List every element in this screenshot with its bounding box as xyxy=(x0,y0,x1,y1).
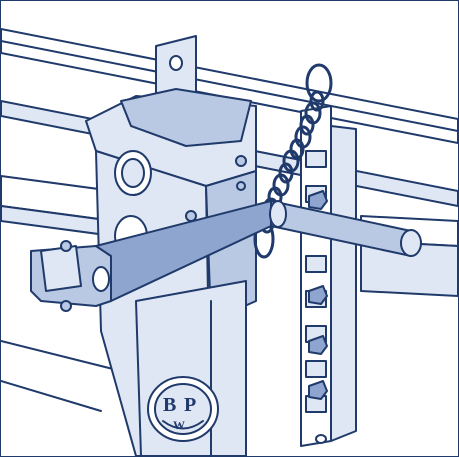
landing-leg xyxy=(135,280,247,456)
crank-handle xyxy=(30,200,422,312)
notched-rack xyxy=(300,105,332,447)
logo-letter-1: B xyxy=(163,394,176,416)
logo-letter-2: P xyxy=(184,394,196,416)
logo-lettering: B P W xyxy=(163,394,196,432)
logo-letter-3: W xyxy=(173,418,185,432)
